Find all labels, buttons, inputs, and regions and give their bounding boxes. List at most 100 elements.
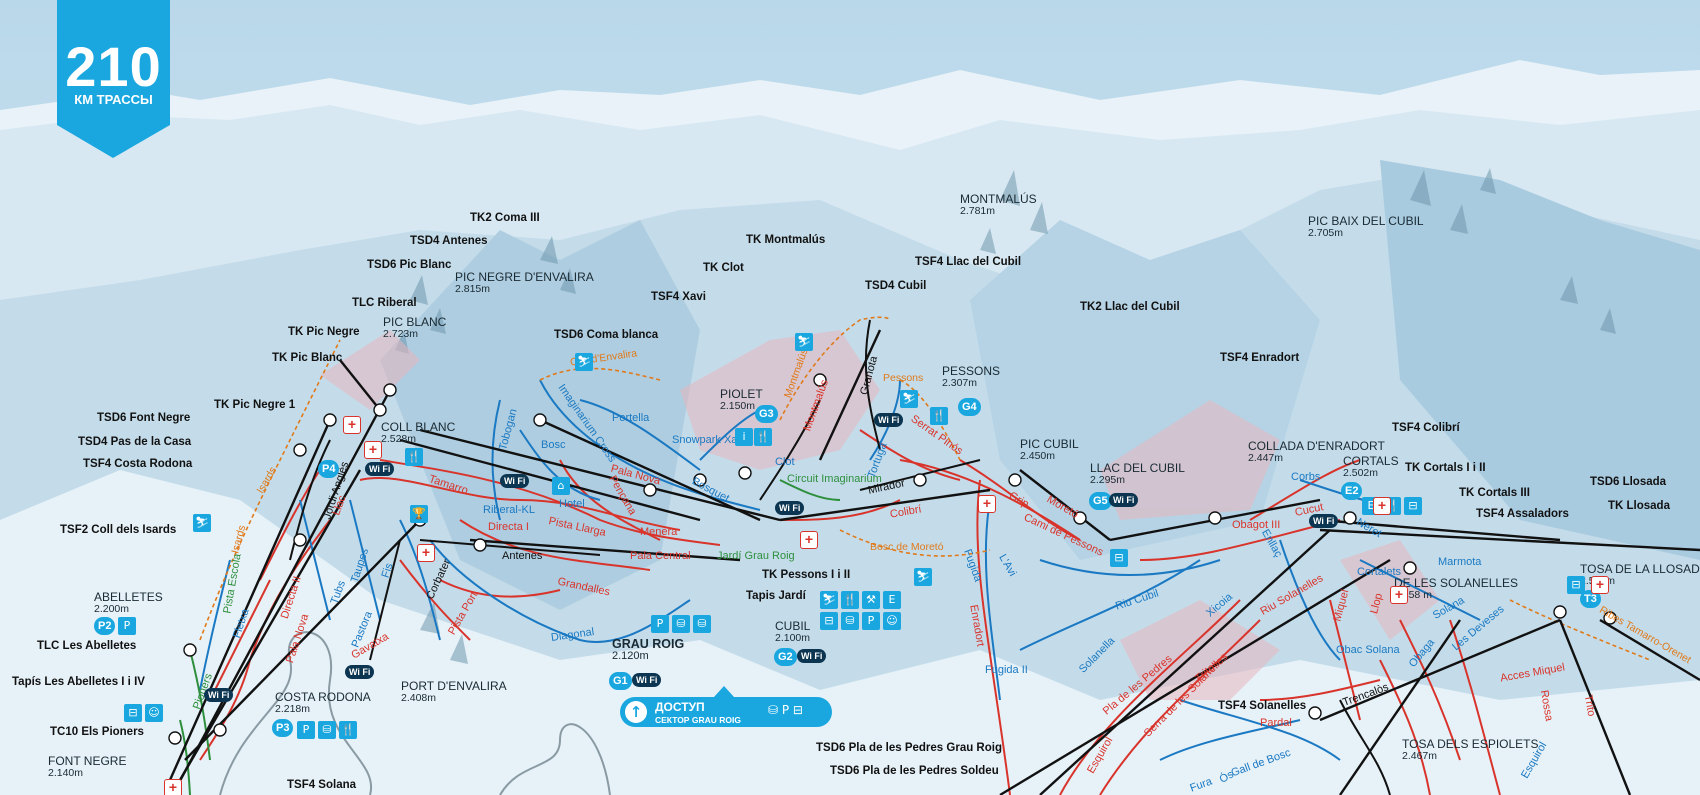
run-label: Obac Solana	[1336, 644, 1400, 656]
wifi-icon: Wi Fi	[1309, 514, 1339, 528]
lift-label: TLC Les Abelletes	[37, 640, 137, 652]
restaurant-icon: 🍴	[339, 721, 357, 739]
trophy-icon: 🏆	[410, 505, 428, 523]
shop-icon: ⊟	[1404, 497, 1422, 515]
wifi-icon: Wi Fi	[775, 501, 805, 515]
run-label: Pala Central	[630, 550, 691, 562]
parking-icon: P	[862, 612, 880, 630]
shop-icon: ⊟	[124, 704, 142, 722]
equipment-icon: ⚒	[862, 591, 880, 609]
lift-label: TK Pic Negre	[288, 326, 360, 338]
info-icon: i	[735, 428, 753, 446]
restaurant-icon: 🍴	[754, 428, 772, 446]
access-title: ДОСТУП	[655, 700, 705, 714]
wifi-icon: Wi Fi	[797, 649, 827, 663]
family-icon: ☺	[883, 612, 901, 630]
lift-label: TSF4 Enradort	[1220, 352, 1300, 364]
lift-label: TK Cortals I i II	[1405, 462, 1486, 474]
lift-label: TSF2 Coll dels Isards	[60, 524, 177, 536]
lift-label: TK Llosada	[1608, 500, 1670, 512]
restaurant-icon: 🍴	[930, 407, 948, 425]
lift-label: TK2 Llac del Cubil	[1080, 301, 1180, 313]
lift-label: TSD6 Pic Blanc	[367, 259, 452, 271]
ticket-icon: ⛁	[318, 721, 336, 739]
ticket-icon: ⛁	[693, 615, 711, 633]
sector-badge: G5	[1089, 492, 1112, 510]
run-label: Snowpark Xavi	[672, 434, 746, 446]
lift-label: TSF4 Xavi	[651, 291, 706, 303]
run-label: Cortalets	[1357, 566, 1402, 578]
run-label: Circuit Imaginarium	[787, 473, 882, 485]
lift-label: TSF4 Colibrí	[1392, 422, 1460, 434]
arrow-up-icon: ↑	[625, 701, 647, 723]
lift-label: TK Montmalús	[746, 234, 826, 246]
ski-school-icon: ⛷	[820, 591, 838, 609]
lift-label: TLC Riberal	[352, 297, 417, 309]
run-label: Riberal-KL	[483, 504, 535, 516]
first-aid-icon: +	[978, 495, 996, 513]
run-label: Antenes	[502, 550, 543, 562]
shop-icon: ⊟	[1567, 576, 1585, 594]
wifi-icon: Wi Fi	[204, 688, 234, 702]
run-label: Pessons	[883, 372, 924, 384]
access-subtitle: СЕКТОР GRAU ROIG	[655, 715, 741, 725]
first-aid-icon: +	[1591, 576, 1609, 594]
lift-label: TSD6 Llosada	[1590, 476, 1667, 488]
ticket-icon: ⛁	[841, 612, 859, 630]
hotel-icon: ⌂	[552, 477, 570, 495]
ee-icon: E	[883, 591, 901, 609]
wifi-icon: Wi Fi	[345, 665, 375, 679]
sector-badge: G3	[755, 405, 778, 423]
lift-label: TSD4 Cubil	[865, 280, 927, 292]
lift-label: TK Cortals III	[1459, 487, 1530, 499]
lift-label: TC10 Els Pioners	[50, 726, 144, 738]
ski-school-icon: ⛷	[914, 568, 932, 586]
sector-badge: G2	[774, 648, 797, 666]
run-label: Menera	[640, 526, 678, 538]
family-icon: ☺	[145, 704, 163, 722]
lift-label: TSD6 Pla de les Pedres Soldeu	[830, 765, 999, 777]
ski-school-icon: ⛷	[795, 333, 813, 351]
wifi-icon: Wi Fi	[874, 413, 904, 427]
banner-km-number: 210	[65, 35, 162, 98]
wifi-icon: Wi Fi	[365, 462, 395, 476]
parking-icon: P	[651, 615, 669, 633]
run-label: Portella	[612, 412, 650, 424]
ski-school-icon: ⛷	[900, 390, 918, 408]
run-label: Hotel	[559, 498, 585, 510]
lift-label: TSF4 Assaladors	[1476, 508, 1569, 520]
run-label: Fugida II	[985, 664, 1028, 676]
sector-badge: P4	[318, 460, 340, 478]
run-label: Corbs	[1291, 471, 1321, 483]
lift-label: TK2 Coma III	[470, 212, 540, 224]
sector-badge: E2	[1341, 482, 1363, 500]
run-label: Pardal	[1260, 717, 1292, 729]
lift-label: TSD4 Pas de la Casa	[78, 436, 192, 448]
lift-label: TSF4 Solana	[287, 779, 357, 791]
ski-school-icon: ⛷	[575, 353, 593, 371]
lift-label: TSF4 Costa Rodona	[83, 458, 193, 470]
run-label: Marmota	[1438, 556, 1482, 568]
sector-badge: G1	[609, 672, 632, 690]
sector-badge: T3	[1580, 590, 1601, 608]
run-label: Bosc	[541, 439, 566, 451]
first-aid-icon: +	[417, 544, 435, 562]
lift-label: TSD6 Coma blanca	[554, 329, 659, 341]
access-banner[interactable]	[620, 697, 832, 727]
sector-badge: G4	[958, 398, 981, 416]
wifi-icon: Wi Fi	[500, 474, 530, 488]
